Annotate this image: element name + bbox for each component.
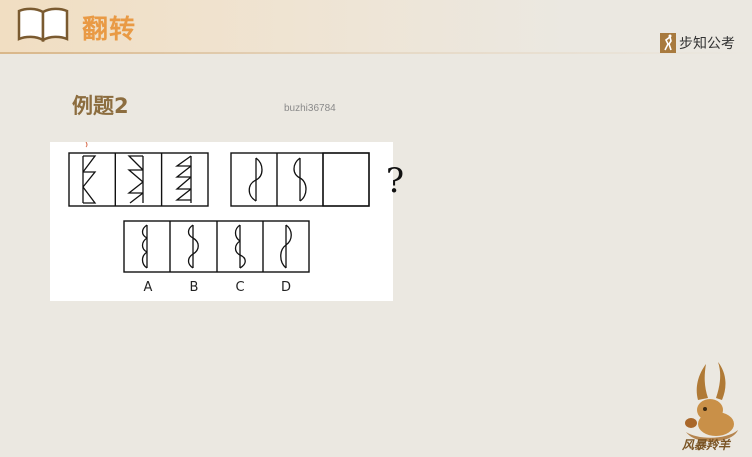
question-mark: ? <box>385 161 405 201</box>
option-d-figure <box>280 224 292 269</box>
option-label-c: C <box>235 280 245 295</box>
annotation-mark <box>85 142 88 148</box>
option-label-a: A <box>143 280 153 295</box>
mascot-caption: 风暴羚羊 <box>682 438 731 452</box>
group1-cell1-figure <box>82 155 97 204</box>
brand-name: 步知公考 <box>679 36 735 52</box>
option-b-figure <box>187 224 199 269</box>
antelope-mascot-icon <box>685 362 738 442</box>
option-label-b: B <box>189 280 199 295</box>
option-label-d: D <box>280 280 291 295</box>
brand-logo: 步知公考 <box>660 33 735 53</box>
puzzle-drawing <box>68 142 370 273</box>
brand-climber-icon <box>660 33 676 53</box>
group1-cell3-figure <box>174 155 192 203</box>
header-band <box>0 0 752 52</box>
header-divider <box>0 52 752 54</box>
group1-cell2-figure <box>127 155 144 204</box>
group1-frame <box>68 152 209 207</box>
group2-cell1-figure <box>248 157 263 202</box>
example-title: 例题2 <box>72 94 129 118</box>
page-title: 翻转 <box>82 15 137 45</box>
option-a-figure <box>141 224 148 269</box>
watermark: buzhi36784 <box>284 103 336 114</box>
book-icon <box>17 7 69 43</box>
puzzle-figure: ? A B C D <box>50 142 404 301</box>
group2-cell2-figure <box>293 157 307 202</box>
option-c-figure <box>234 224 246 269</box>
